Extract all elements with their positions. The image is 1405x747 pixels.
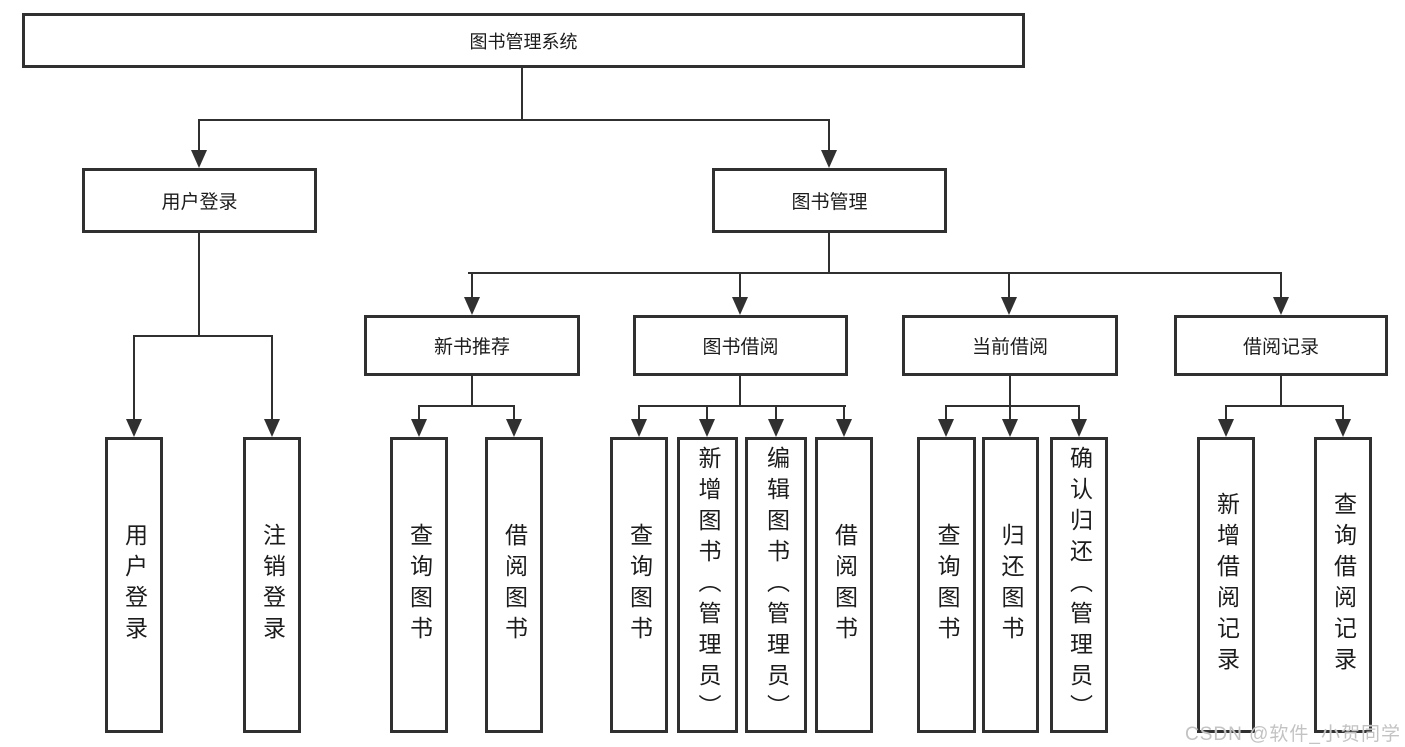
connector-line	[513, 405, 515, 421]
arrow-down-icon	[699, 419, 715, 437]
leaf-label: 确认归还（管理员）	[1066, 445, 1093, 725]
connector-line	[468, 272, 1282, 274]
connector-line	[471, 376, 473, 407]
arrow-down-icon	[1071, 419, 1087, 437]
connector-line	[1280, 376, 1282, 407]
leaf-label: 新增借阅记录	[1213, 492, 1240, 678]
connector-line	[198, 119, 200, 152]
node-new-book-recommend: 新书推荐	[364, 315, 580, 376]
csdn-watermark: CSDN @软件_小贺同学	[1185, 724, 1401, 745]
connector-line	[1225, 405, 1344, 407]
connector-line	[739, 272, 741, 299]
connector-line	[843, 405, 845, 421]
node-label: 图书管理	[791, 192, 868, 213]
leaf-edit-book-admin: 编辑图书（管理员）	[745, 437, 807, 733]
arrow-down-icon	[768, 419, 784, 437]
arrow-down-icon	[1335, 419, 1351, 437]
connector-line	[1008, 272, 1010, 299]
connector-line	[945, 405, 1080, 407]
connector-line	[418, 405, 420, 421]
leaf-label: 归还图书	[998, 523, 1024, 647]
connector-line	[1009, 405, 1011, 421]
connector-line	[133, 335, 135, 421]
arrow-down-icon	[836, 419, 852, 437]
connector-line	[418, 405, 515, 407]
connector-line	[1009, 376, 1011, 407]
connector-line	[945, 405, 947, 421]
leaf-label: 用户登录	[121, 523, 148, 647]
connector-line	[828, 233, 830, 274]
arrow-down-icon	[1001, 297, 1017, 315]
connector-line	[638, 405, 640, 421]
leaf-label: 借阅图书	[831, 523, 858, 647]
connector-line	[471, 272, 473, 299]
leaf-label: 新增图书（管理员）	[695, 445, 721, 725]
connector-line	[1078, 405, 1080, 421]
arrow-down-icon	[264, 419, 280, 437]
leaf-add-borrow-record: 新增借阅记录	[1197, 437, 1255, 733]
connector-line	[1280, 272, 1282, 299]
arrow-down-icon	[1218, 419, 1234, 437]
arrow-down-icon	[732, 297, 748, 315]
arrow-down-icon	[411, 419, 427, 437]
leaf-query-book: 查询图书	[390, 437, 448, 733]
leaf-borrow-book: 借阅图书	[815, 437, 873, 733]
node-current-borrowing: 当前借阅	[902, 315, 1118, 376]
leaf-label: 查询图书	[934, 523, 960, 647]
connector-line	[1225, 405, 1227, 421]
arrow-down-icon	[631, 419, 647, 437]
leaf-return-book: 归还图书	[982, 437, 1039, 733]
arrow-down-icon	[191, 150, 207, 168]
leaf-query-book: 查询图书	[610, 437, 668, 733]
node-label: 当前借阅	[971, 337, 1048, 358]
leaf-confirm-return-admin: 确认归还（管理员）	[1050, 437, 1108, 733]
leaf-borrow-book: 借阅图书	[485, 437, 543, 733]
node-library-management-system: 图书管理系统	[22, 13, 1025, 68]
node-book-borrowing: 图书借阅	[633, 315, 848, 376]
connector-line	[133, 335, 273, 337]
arrow-down-icon	[821, 150, 837, 168]
leaf-label: 借阅图书	[501, 523, 528, 647]
leaf-label: 查询借阅记录	[1330, 492, 1357, 678]
node-label: 借阅记录	[1242, 337, 1319, 358]
connector-line	[706, 405, 708, 421]
connector-line	[521, 68, 523, 120]
arrow-down-icon	[506, 419, 522, 437]
arrow-down-icon	[1002, 419, 1018, 437]
leaf-label: 注销登录	[259, 523, 286, 647]
connector-line	[198, 233, 200, 337]
leaf-logout: 注销登录	[243, 437, 301, 733]
leaf-label: 查询图书	[406, 523, 433, 647]
connector-line	[1342, 405, 1344, 421]
node-book-management: 图书管理	[712, 168, 947, 233]
connector-line	[638, 405, 846, 407]
leaf-label: 查询图书	[626, 523, 653, 647]
leaf-label: 编辑图书（管理员）	[763, 445, 790, 725]
arrow-down-icon	[464, 297, 480, 315]
node-label: 图书管理系统	[469, 31, 578, 52]
connector-line	[828, 119, 830, 152]
connector-line	[271, 335, 273, 421]
node-label: 用户登录	[161, 192, 238, 213]
connector-line	[739, 376, 741, 407]
connector-line	[775, 405, 777, 421]
arrow-down-icon	[938, 419, 954, 437]
node-label: 新书推荐	[433, 337, 510, 358]
leaf-query-book: 查询图书	[917, 437, 976, 733]
leaf-add-book-admin: 新增图书（管理员）	[677, 437, 738, 733]
node-borrow-records: 借阅记录	[1174, 315, 1388, 376]
arrow-down-icon	[126, 419, 142, 437]
node-user-login: 用户登录	[82, 168, 317, 233]
node-label: 图书借阅	[702, 337, 779, 358]
leaf-user-login: 用户登录	[105, 437, 163, 733]
arrow-down-icon	[1273, 297, 1289, 315]
leaf-query-borrow-record: 查询借阅记录	[1314, 437, 1372, 733]
connector-line	[198, 119, 830, 121]
